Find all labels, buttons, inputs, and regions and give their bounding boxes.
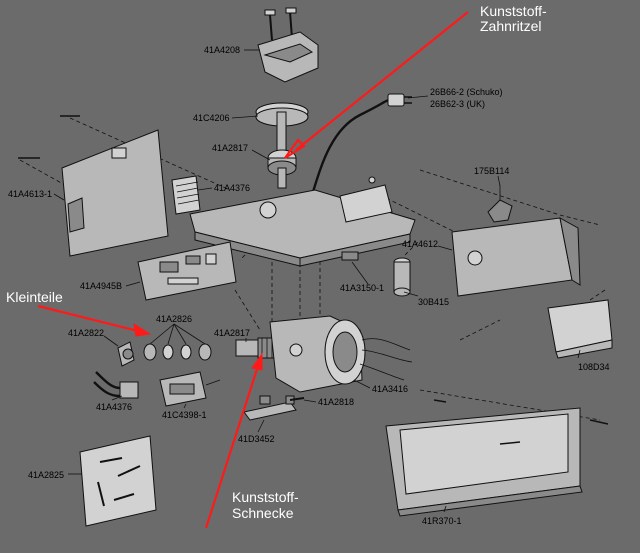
- part-41A2818-screw: [289, 397, 305, 401]
- part-175B114-knob: [487, 185, 513, 223]
- label-41A4612: 41A4612: [402, 239, 438, 249]
- part-41A4945B-board: [137, 241, 237, 301]
- label-108D34: 108D34: [578, 362, 610, 372]
- part-108D34-lens: [547, 299, 613, 359]
- part-41A4376-cable: [93, 371, 139, 399]
- part-chassis-plate: [189, 176, 416, 267]
- label-41A2817-mid: 41A2817: [214, 328, 250, 338]
- part-41A3416-motor: [269, 315, 413, 393]
- part-41A4376-ribbon: [171, 175, 201, 215]
- part-power-cord: [310, 93, 412, 196]
- label-41C4206: 41C4206: [193, 113, 230, 123]
- part-41A3150-connector: [341, 251, 359, 261]
- label-41A2825: 41A2825: [28, 470, 64, 480]
- label-41A4945B: 41A4945B: [80, 281, 122, 291]
- label-175B114: 175B114: [474, 166, 509, 176]
- part-41A2825-hardware-bag: [79, 435, 157, 527]
- label-41D3452: 41D3452: [238, 434, 275, 444]
- label-41A4613-1: 41A4613-1: [8, 189, 52, 199]
- label-30B415: 30B415: [418, 297, 449, 307]
- part-41R370-housing: [385, 399, 609, 517]
- label-41A4376-top: 41A4376: [214, 183, 250, 193]
- part-30B415-capacitor: [393, 257, 411, 297]
- label-41A4376-bottom: 41A4376: [96, 402, 132, 412]
- label-41A2826: 41A2826: [156, 314, 192, 324]
- annotation-arrows: [37, 11, 469, 529]
- label-41A3150-1: 41A3150-1: [340, 283, 384, 293]
- annotation-schnecke-line2: Schnecke: [232, 505, 294, 521]
- label-41A2818: 41A2818: [318, 397, 354, 407]
- part-41C4206-sprocket: [255, 102, 309, 158]
- part-41A2817-worm: [235, 337, 277, 359]
- part-41A4612-light-cover: [451, 217, 581, 297]
- label-26B66-2: 26B66-2 (Schuko): [430, 87, 503, 97]
- part-41A4208-cover: [257, 7, 319, 83]
- annotation-zahnritzel-line2: Zahnritzel: [480, 18, 541, 34]
- part-41A2822-bearing: [117, 341, 135, 367]
- label-41A3416: 41A3416: [372, 384, 408, 394]
- label-26B62-3: 26B62-3 (UK): [430, 99, 485, 109]
- annotation-schnecke-line1: Kunststoff-: [232, 489, 299, 505]
- label-41A4208: 41A4208: [204, 45, 240, 55]
- annotation-kleinteile: Kleinteile: [6, 289, 63, 305]
- part-41A2817-gear: [267, 149, 297, 189]
- label-leader-lines: [53, 49, 581, 513]
- annotation-zahnritzel-line1: Kunststoff-: [480, 3, 547, 19]
- label-41R370-1: 41R370-1: [422, 516, 462, 526]
- label-41A2817-top: 41A2817: [212, 143, 248, 153]
- part-41D3452-bracket: [243, 395, 297, 421]
- part-41A2826-washers: [143, 343, 212, 361]
- part-41A4613-panel: [18, 115, 169, 257]
- label-41A2822: 41A2822: [68, 328, 104, 338]
- label-41C4398-1: 41C4398-1: [162, 410, 207, 420]
- part-41C4398-switch: [159, 371, 221, 407]
